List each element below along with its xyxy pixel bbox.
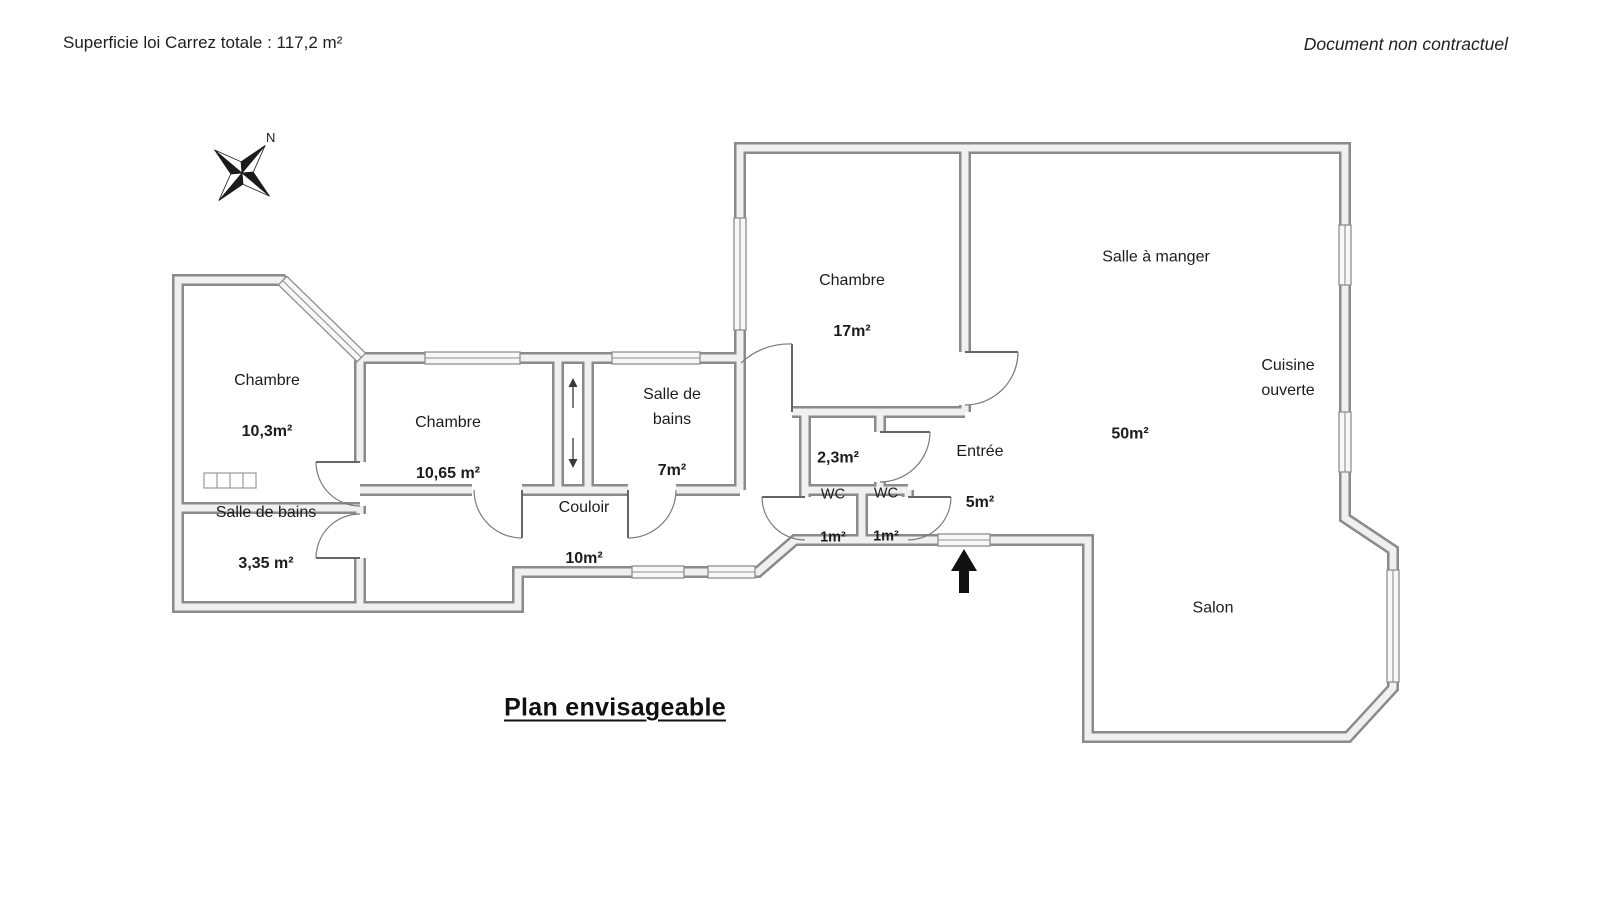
room-area: 17m²: [833, 322, 871, 340]
room-area: 2,3m²: [817, 449, 859, 467]
room-label-salle-de-bains-2: Salle de bains 3,35 m²: [216, 474, 317, 602]
room-label-salle-de-bains-1: Salle de bains 7m²: [643, 356, 701, 510]
room-area-sejour: 50m²: [1111, 396, 1148, 473]
surface-total-label: Superficie loi Carrez totale : 117,2 m²: [63, 33, 343, 52]
room-label-wc-2: WC 1m²: [873, 462, 899, 571]
room-area: 5m²: [965, 493, 995, 511]
room-label-chambre-2: Chambre 10,65 m²: [415, 384, 481, 512]
room-label-cuisine: Cuisine ouverte: [1261, 327, 1314, 429]
room-label-chambre-3: Chambre 17m²: [819, 242, 885, 370]
room-name: Salle de bains: [643, 385, 701, 429]
room-area: 50m²: [1111, 425, 1149, 443]
radiator-symbol: [203, 472, 257, 489]
room-area: 10,65 m²: [415, 464, 481, 482]
room-label-chambre-1: Chambre 10,3m²: [234, 342, 300, 470]
walls: [172, 142, 1399, 743]
room-name: Cuisine ouverte: [1261, 356, 1315, 399]
plan-title: Plan envisageable: [504, 693, 726, 722]
compass-north-label: N: [266, 130, 276, 145]
room-name: Salle à manger: [1102, 248, 1210, 266]
room-label-entree: Entrée 5m²: [956, 413, 1003, 541]
doors: [315, 343, 1019, 559]
room-name: Salle de bains: [215, 503, 317, 521]
shaft-arrows-icon: [568, 378, 578, 468]
entrance-arrow-icon: [951, 549, 977, 593]
room-area: 3,35 m²: [238, 554, 294, 572]
room-label-wc-1: WC 1m²: [820, 463, 846, 572]
room-label-couloir: Couloir 10m²: [559, 469, 610, 597]
room-name: Chambre: [819, 271, 885, 289]
disclaimer-label: Document non contractuel: [1303, 34, 1508, 54]
room-name: Salon: [1192, 599, 1234, 617]
room-name: Chambre: [234, 371, 300, 389]
room-area: 10m²: [565, 549, 603, 567]
room-label-salle-a-manger: Salle à manger: [1102, 219, 1210, 296]
room-area-placard: 2,3m²: [817, 420, 859, 497]
room-name: Chambre: [415, 413, 481, 431]
room-area: 1m²: [820, 529, 846, 546]
room-area: 1m²: [873, 528, 899, 545]
room-name: Couloir: [558, 498, 610, 516]
room-name: Entrée: [956, 442, 1004, 460]
room-area: 10,3m²: [241, 422, 293, 440]
windows: [277, 217, 1400, 683]
room-label-salon: Salon: [1193, 570, 1234, 647]
room-name: WC: [820, 486, 846, 503]
compass-icon: [214, 145, 270, 201]
room-area: 7m²: [657, 462, 687, 480]
room-name: WC: [873, 485, 899, 502]
